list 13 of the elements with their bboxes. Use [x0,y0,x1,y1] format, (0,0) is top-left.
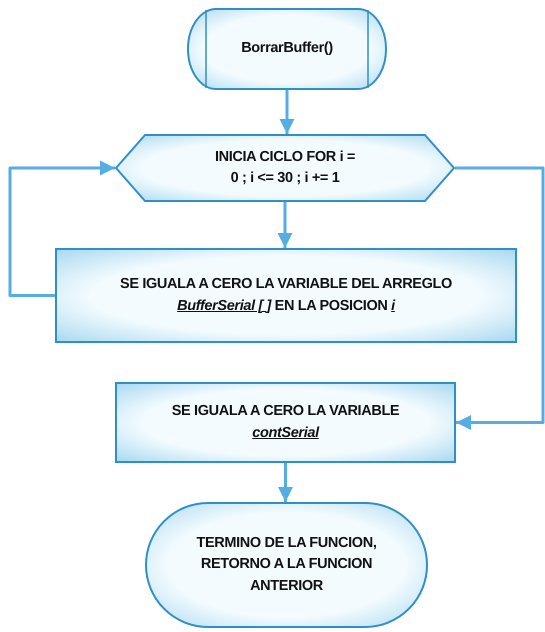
arrow [280,90,294,134]
arrow [278,202,292,248]
node-label: INICIA CICLO FOR i = 0 ; i <= 30 ; i += 1 [214,148,356,188]
node-label: BorrarBuffer() [241,39,333,58]
process-box [55,248,517,343]
arrow [455,166,544,430]
arrow [8,160,115,297]
node-label: SE IGUALA A CERO LA VARIABLE DEL ARREGLO BufferSerial [ ] EN LA POSICION i [119,275,453,316]
process-box [115,382,456,463]
loop-hexagon [115,134,455,202]
arrow [278,463,293,502]
node-label: SE IGUALA A CERO LA VARIABLE contSerial [170,402,400,442]
node-label: TERMINO DE LA FUNCION, RETORNO A LA FUNCION ANTERIOR [196,534,378,596]
